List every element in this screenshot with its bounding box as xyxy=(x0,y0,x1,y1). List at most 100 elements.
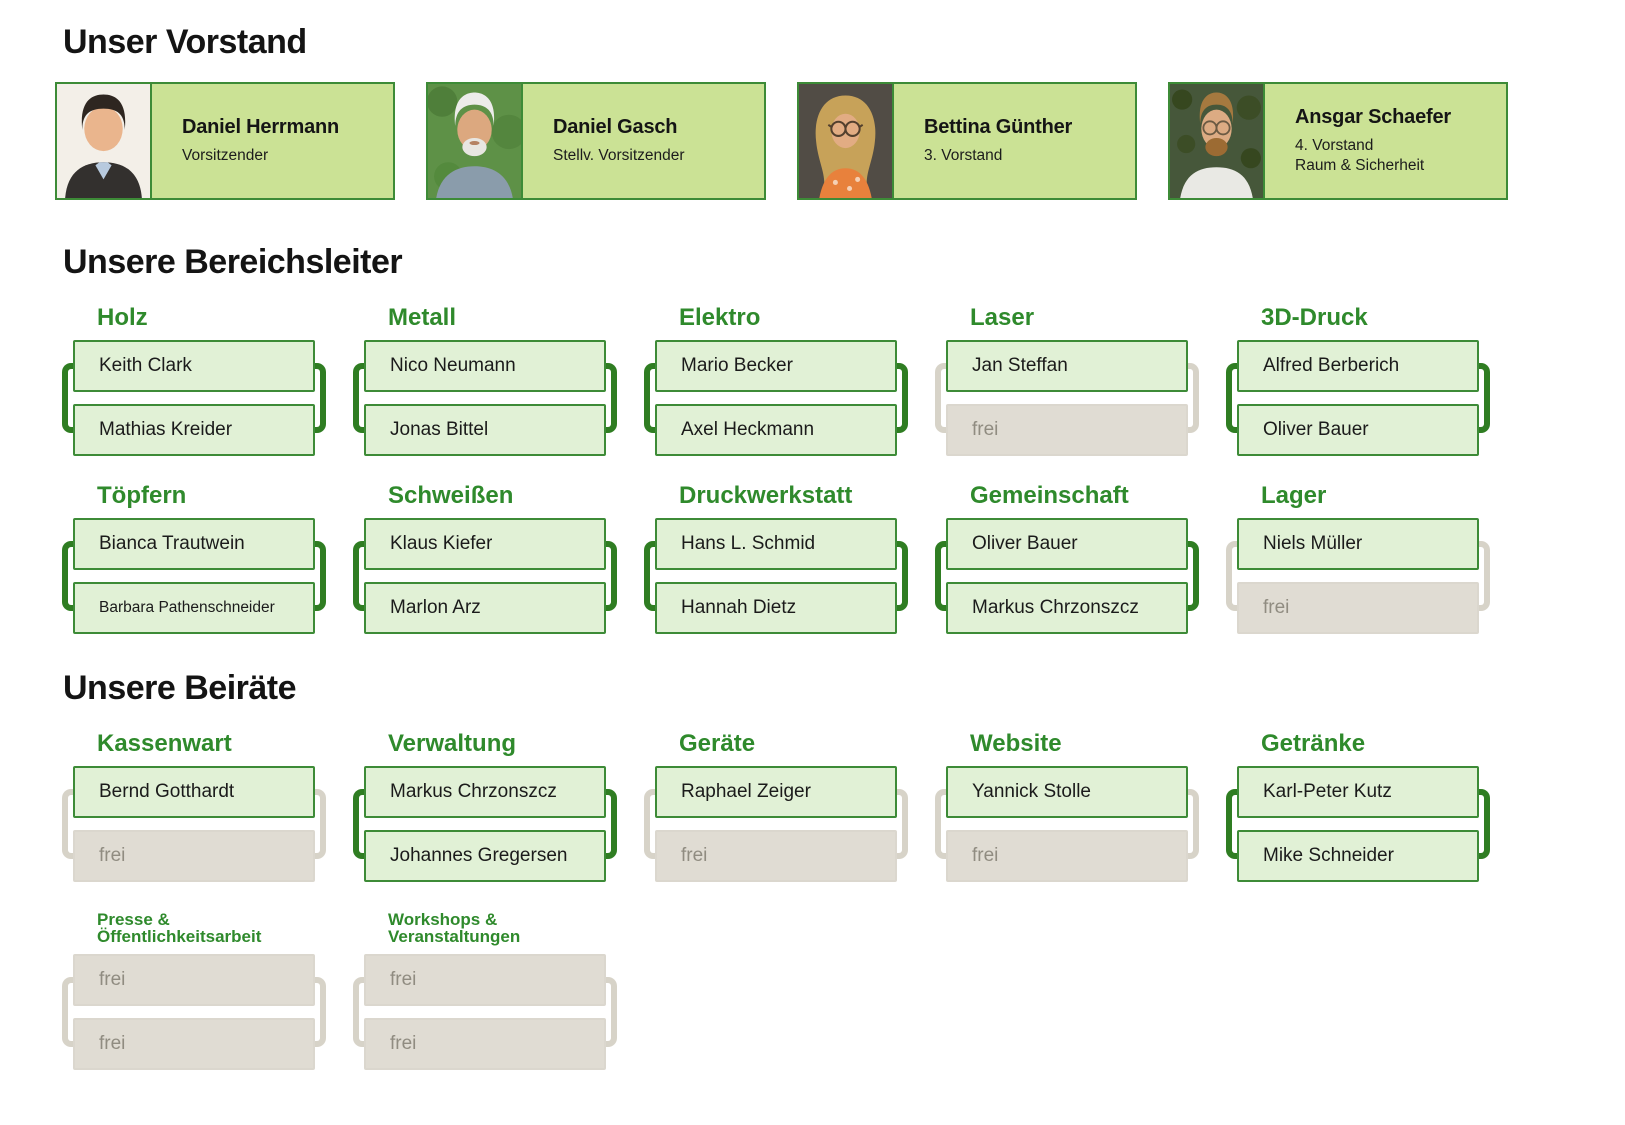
section-heading-beiraete: Unsere Beiräte xyxy=(63,669,297,707)
group-boxes: Nico Neumann Jonas Bittel xyxy=(353,340,617,456)
member-slot: Hans L. Schmid xyxy=(655,518,897,570)
vorstand-cards-row: Daniel Herrmann Vorsitzender xyxy=(55,82,1625,200)
member-slot: Barbara Pathenschneider xyxy=(73,582,315,634)
group-title: Workshops & Veranstaltungen xyxy=(388,910,521,946)
member-slot: Jonas Bittel xyxy=(364,404,606,456)
person-name: Daniel Herrmann xyxy=(182,116,340,138)
group-elektro: Elektro Mario Becker Axel Heckmann xyxy=(644,304,908,456)
member-name: Hannah Dietz xyxy=(681,597,797,618)
member-name: frei xyxy=(99,1033,126,1054)
group-workshops-veranstaltungen: Workshops & Veranstaltungen frei frei xyxy=(353,908,617,1070)
group-presse-oeffentlichkeitsarbeit: Presse & Öffentlichkeitsarbeit frei frei xyxy=(62,908,326,1070)
member-name: Barbara Pathenschneider xyxy=(99,599,275,616)
group-boxes: Bianca Trautwein Barbara Pathenschneider xyxy=(62,518,326,634)
member-slot-frei: frei xyxy=(73,954,315,1006)
member-name: Raphael Zeiger xyxy=(681,781,811,802)
group-boxes: Klaus Kiefer Marlon Arz xyxy=(353,518,617,634)
group-boxes: Alfred Berberich Oliver Bauer xyxy=(1226,340,1490,456)
group-title: Holz xyxy=(97,304,148,331)
group-getraenke: Getränke Karl-Peter Kutz Mike Schneider xyxy=(1226,730,1490,882)
group-title: Schweißen xyxy=(388,482,514,509)
portrait-photo-bettina-guenther xyxy=(799,84,894,198)
member-name: frei xyxy=(972,845,999,866)
group-title: 3D-Druck xyxy=(1261,304,1368,331)
member-slot-frei: frei xyxy=(364,1018,606,1070)
group-title: Gemeinschaft xyxy=(970,482,1129,509)
group-boxes: frei frei xyxy=(353,954,617,1070)
member-name: Yannick Stolle xyxy=(972,781,1091,802)
member-name: Mathias Kreider xyxy=(99,419,233,440)
group-website: Website Yannick Stolle frei xyxy=(935,730,1199,882)
member-name: frei xyxy=(99,969,126,990)
member-slot-frei: frei xyxy=(946,404,1188,456)
person-name: Daniel Gasch xyxy=(553,116,678,138)
member-name: Mike Schneider xyxy=(1263,845,1394,866)
person-name: Bettina Günther xyxy=(924,116,1073,138)
vorstand-card-bettina-guenther: Bettina Günther 3. Vorstand xyxy=(797,82,1137,200)
member-slot: Marlon Arz xyxy=(364,582,606,634)
member-slot: Nico Neumann xyxy=(364,340,606,392)
member-slot: Alfred Berberich xyxy=(1237,340,1479,392)
member-slot: Markus Chrzonszcz xyxy=(364,766,606,818)
group-boxes: Karl-Peter Kutz Mike Schneider xyxy=(1226,766,1490,882)
member-slot: Keith Clark xyxy=(73,340,315,392)
group-schweissen: Schweißen Klaus Kiefer Marlon Arz xyxy=(353,482,617,634)
card-text: Daniel Gasch Stellv. Vorsitzender xyxy=(523,84,764,198)
member-name: Axel Heckmann xyxy=(681,419,815,440)
member-name: Marlon Arz xyxy=(390,597,481,618)
member-slot: Mario Becker xyxy=(655,340,897,392)
bereichsleiter-groups: Holz Keith Clark Mathias Kreider Metall … xyxy=(62,304,1625,634)
group-3d-druck: 3D-Druck Alfred Berberich Oliver Bauer xyxy=(1226,304,1490,456)
member-slot: Yannick Stolle xyxy=(946,766,1188,818)
person-role: Stellv. Vorsitzender xyxy=(553,147,685,164)
group-title: Metall xyxy=(388,304,457,331)
beiraete-groups: Kassenwart Bernd Gotthardt frei Verwaltu… xyxy=(62,730,1625,1070)
member-name: Alfred Berberich xyxy=(1263,355,1400,376)
group-boxes: Bernd Gotthardt frei xyxy=(62,766,326,882)
member-name: frei xyxy=(99,845,126,866)
member-slot-frei: frei xyxy=(73,830,315,882)
member-name: Nico Neumann xyxy=(390,355,516,376)
member-name: Bianca Trautwein xyxy=(99,533,245,554)
member-slot: Axel Heckmann xyxy=(655,404,897,456)
group-title: Getränke xyxy=(1261,730,1366,757)
group-title: Lager xyxy=(1261,482,1327,509)
group-geraete: Geräte Raphael Zeiger frei xyxy=(644,730,908,882)
group-boxes: Jan Steffan frei xyxy=(935,340,1199,456)
member-name: frei xyxy=(390,1033,417,1054)
member-name: Niels Müller xyxy=(1263,533,1363,554)
group-boxes: frei frei xyxy=(62,954,326,1070)
person-role: Vorsitzender xyxy=(182,147,269,164)
person-role-2: Raum & Sicherheit xyxy=(1295,157,1425,174)
member-name: Oliver Bauer xyxy=(972,533,1078,554)
section-heading-vorstand: Unser Vorstand xyxy=(63,23,307,61)
member-name: frei xyxy=(390,969,417,990)
group-title: Elektro xyxy=(679,304,761,331)
member-slot: Johannes Gregersen xyxy=(364,830,606,882)
member-name: Karl-Peter Kutz xyxy=(1263,781,1392,802)
member-name: Klaus Kiefer xyxy=(390,533,493,554)
member-name: Hans L. Schmid xyxy=(681,533,816,554)
group-boxes: Yannick Stolle frei xyxy=(935,766,1199,882)
member-slot: Mike Schneider xyxy=(1237,830,1479,882)
member-slot: Hannah Dietz xyxy=(655,582,897,634)
section-heading-bereichsleiter: Unsere Bereichsleiter xyxy=(63,243,403,281)
group-boxes: Mario Becker Axel Heckmann xyxy=(644,340,908,456)
group-gemeinschaft: Gemeinschaft Oliver Bauer Markus Chrzons… xyxy=(935,482,1199,634)
group-title: Presse & Öffentlichkeitsarbeit xyxy=(97,910,262,946)
group-title: Druckwerkstatt xyxy=(679,482,853,509)
member-slot: Jan Steffan xyxy=(946,340,1188,392)
group-boxes: Niels Müller frei xyxy=(1226,518,1490,634)
group-boxes: Raphael Zeiger frei xyxy=(644,766,908,882)
member-slot: Bernd Gotthardt xyxy=(73,766,315,818)
group-boxes: Oliver Bauer Markus Chrzonszcz xyxy=(935,518,1199,634)
vorstand-card-daniel-gasch: Daniel Gasch Stellv. Vorsitzender xyxy=(426,82,766,200)
member-name: Jonas Bittel xyxy=(390,419,489,440)
group-verwaltung: Verwaltung Markus Chrzonszcz Johannes Gr… xyxy=(353,730,617,882)
group-druckwerkstatt: Druckwerkstatt Hans L. Schmid Hannah Die… xyxy=(644,482,908,634)
member-name: frei xyxy=(681,845,708,866)
member-slot: Karl-Peter Kutz xyxy=(1237,766,1479,818)
member-slot-frei: frei xyxy=(946,830,1188,882)
card-text: Bettina Günther 3. Vorstand xyxy=(894,84,1135,198)
